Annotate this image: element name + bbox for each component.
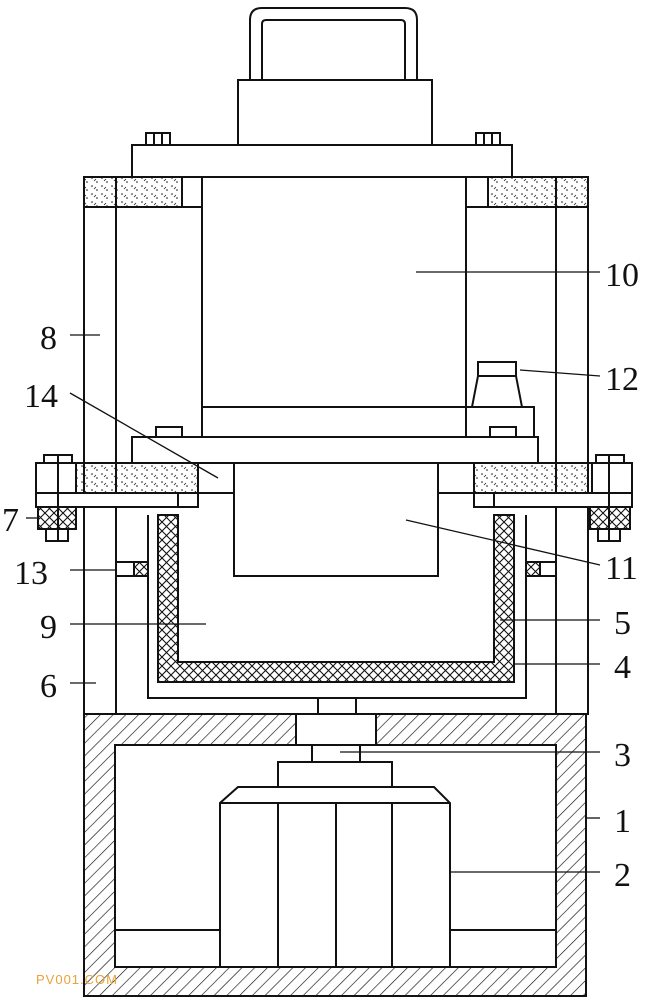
- label-12: 12: [605, 361, 639, 398]
- label-5: 5: [614, 605, 631, 642]
- insulation-layer: [157, 514, 515, 683]
- watermark: PV001.COM: [36, 972, 118, 987]
- label-8: 8: [40, 320, 57, 357]
- label-6: 6: [40, 668, 57, 705]
- label-14: 14: [24, 378, 58, 415]
- label-13: 13: [14, 555, 48, 592]
- motor: [219, 761, 451, 968]
- label-1: 1: [614, 803, 631, 840]
- label-4: 4: [614, 649, 631, 686]
- label-2: 2: [614, 857, 631, 894]
- sensor: [465, 361, 535, 438]
- side-rollers: [115, 561, 557, 577]
- part-labels: 1 2 3 4 5 6 7 8 9 10 11 12 13 14: [2, 257, 639, 894]
- press-head: [233, 462, 439, 577]
- press-plate: [131, 426, 539, 464]
- connector-block: [177, 462, 495, 508]
- label-7: 7: [2, 502, 19, 539]
- top-plates: [83, 176, 589, 208]
- cylinder-body: [131, 7, 513, 438]
- label-11: 11: [605, 550, 638, 587]
- leader-lines: [26, 271, 601, 873]
- shaft-coupling: [311, 697, 361, 763]
- label-10: 10: [605, 257, 639, 294]
- label-3: 3: [614, 737, 631, 774]
- label-9: 9: [40, 609, 57, 646]
